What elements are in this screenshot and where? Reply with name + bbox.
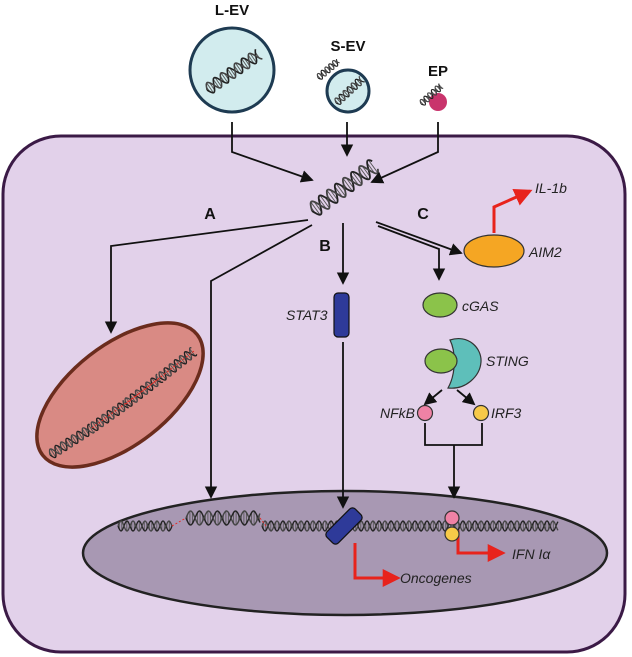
arrow-aim2-to-il1b <box>492 188 533 233</box>
arrow-ep-to-dna <box>370 122 439 184</box>
il1b-label: IL-1b <box>535 180 567 196</box>
cgas-label: cGAS <box>462 298 499 314</box>
irf3-bound-to-dna <box>444 526 460 542</box>
arrow-lev-to-dna <box>231 122 314 183</box>
aim2-label: AIM2 <box>528 244 562 260</box>
integration-marker-4 <box>259 517 267 527</box>
ifn-label: IFN Iα <box>512 546 551 562</box>
exomere-particle <box>429 93 447 111</box>
arrow-sting-to-irf3 <box>456 389 476 406</box>
nuclear-dna-integrated-icon <box>185 510 261 526</box>
sting-bound-cgas <box>424 348 458 374</box>
exomere-label: EP <box>428 63 448 80</box>
sting-label: STING <box>486 353 529 369</box>
nuclear-dna-main-icon <box>261 520 559 532</box>
dna-outside-small-ev-icon <box>316 58 340 80</box>
arrow-dna-to-mitochondrion <box>104 219 309 334</box>
large-ev-label: L-EV <box>215 2 249 19</box>
pathway-b-label: B <box>319 238 331 255</box>
stat3-bound-to-dna <box>325 507 363 545</box>
stat3-protein <box>333 292 350 338</box>
dna-in-large-ev-icon <box>205 48 263 94</box>
large-ev-vesicle <box>188 26 276 114</box>
cgas-protein <box>422 292 458 318</box>
arrow-sting-to-nfkb <box>423 389 443 406</box>
arrow-dna-to-aim2 <box>375 221 463 256</box>
mito-dna-segment-1-icon <box>48 423 95 459</box>
cytosolic-dna-icon <box>309 159 379 216</box>
arrow-dna-to-cgas <box>377 225 446 281</box>
dna-near-exomere-icon <box>419 83 444 106</box>
irf3-label: IRF3 <box>491 405 522 421</box>
aim2-protein <box>463 234 525 268</box>
nfkb-bound-to-dna <box>444 510 460 526</box>
dna-in-small-ev-icon <box>334 76 365 105</box>
pathway-c-label: C <box>417 206 429 223</box>
integration-marker-3 <box>171 517 187 527</box>
nfkb-protein <box>416 404 434 422</box>
arrow-transcription-factors-to-nucleus <box>424 423 483 497</box>
small-ev-label: S-EV <box>330 38 365 55</box>
arrow-dna-to-nucleus-a <box>204 224 313 499</box>
oncogenes-label: Oncogenes <box>400 570 472 586</box>
stat3-label: STAT3 <box>286 307 328 323</box>
nfkb-label: NFkB <box>380 405 415 421</box>
mito-dna-segment-4-icon <box>158 347 198 381</box>
arrow-oncogenes <box>353 543 401 587</box>
pathway-a-label: A <box>204 206 216 223</box>
nuclear-dna-left-icon <box>117 520 173 532</box>
irf3-protein <box>472 404 490 422</box>
